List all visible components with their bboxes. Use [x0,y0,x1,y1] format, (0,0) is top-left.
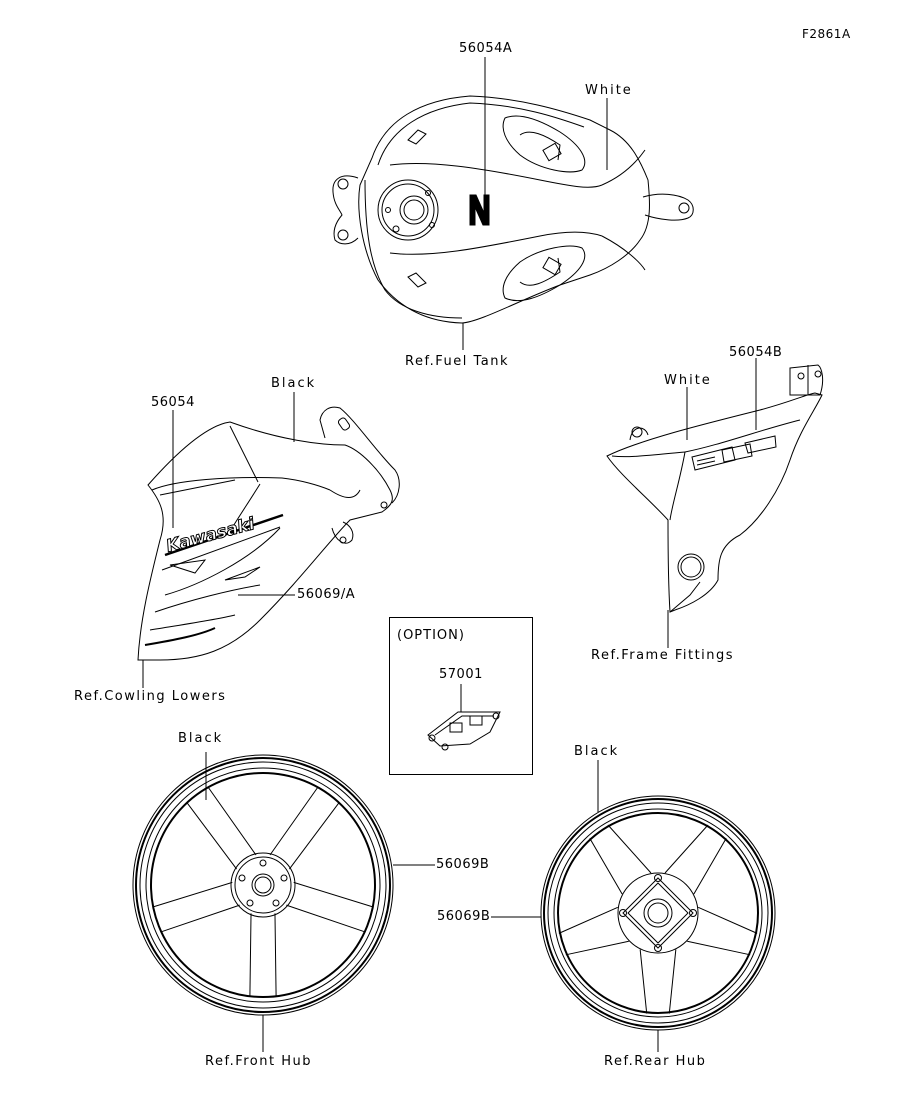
fuel-tank-reference: Ref.Fuel Tank [405,354,509,369]
front-wheel-part-number: 56069B [436,857,490,872]
cowling-stripe-part-number: 56069/A [297,587,356,602]
fuel-tank-part-number: 56054A [459,41,513,56]
cowling-reference: Ref.Cowling Lowers [74,689,227,704]
frame-cover-reference: Ref.Frame Fittings [591,648,735,663]
z-emblem [469,194,490,226]
rear-wheel-part-number: 56069B [437,909,491,924]
option-box: (OPTION) [389,617,533,775]
frame-cover-part-number: 56054B [729,345,783,360]
rear-wheel-drawing [540,795,776,1031]
figure-id: F2861A [802,27,851,41]
frame-cover-color-note: White [664,373,712,388]
fuel-tank-color-note: White [585,83,633,98]
frame-cover-drawing [606,364,824,613]
rear-wheel-color-note: Black [574,744,620,759]
option-part-drawing [427,684,501,751]
cowling-color-note: Black [271,376,317,391]
front-wheel-reference: Ref.Front Hub [205,1054,312,1069]
option-part-number: 57001 [439,667,483,682]
kawasaki-logo: Kawasaki [164,514,258,557]
rear-wheel-reference: Ref.Rear Hub [604,1054,707,1069]
cowling-decal-part-number: 56054 [151,395,195,410]
front-wheel-color-note: Black [178,731,224,746]
cowling-lower-drawing: Kawasaki [137,406,400,661]
front-wheel-drawing [132,754,394,1016]
fuel-tank-drawing [332,95,694,324]
option-title: (OPTION) [397,628,465,643]
